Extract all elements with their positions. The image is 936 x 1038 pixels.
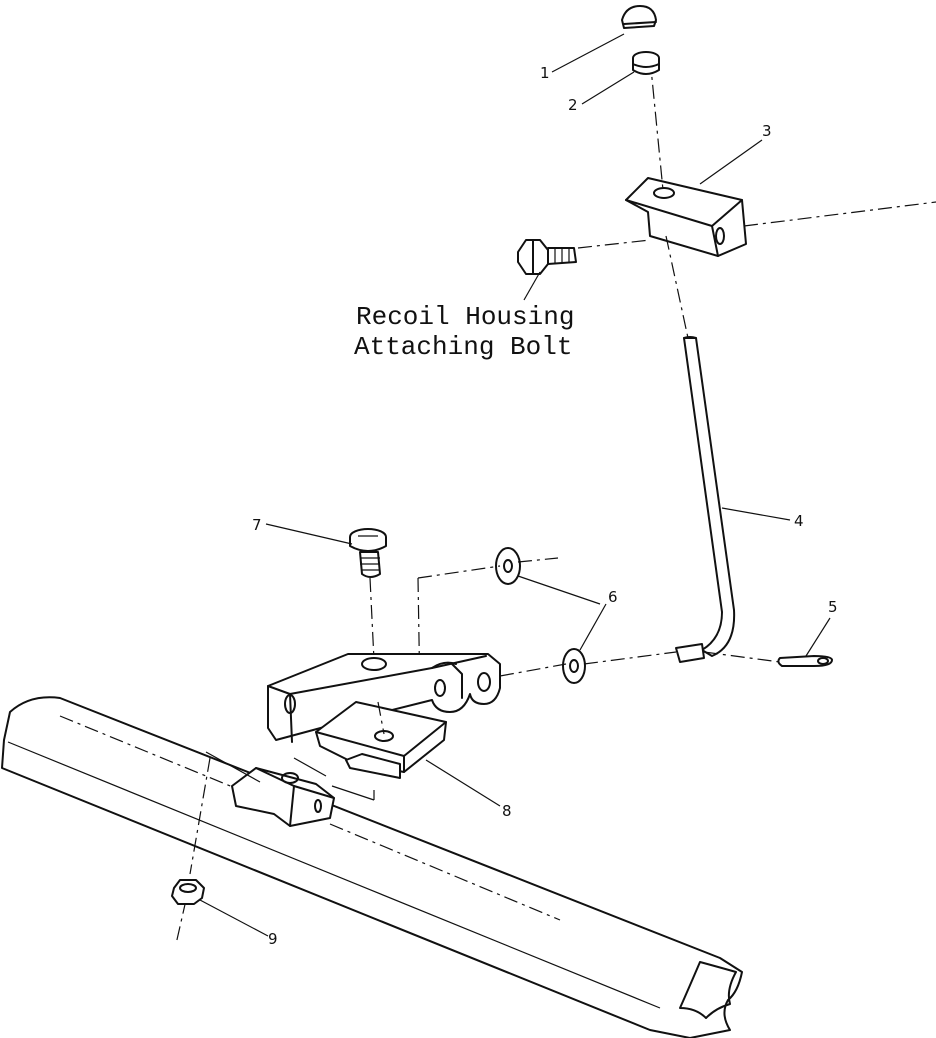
part-6-washers [495, 547, 586, 684]
part-4-rod [675, 336, 736, 663]
callout-8: 8 [502, 802, 512, 820]
callout-9: 9 [268, 930, 278, 948]
caption-line-1: Recoil Housing [356, 302, 574, 332]
caption-line-2: Attaching Bolt [354, 332, 572, 362]
callout-4: 4 [794, 512, 804, 530]
part-8-lower-plate [315, 701, 447, 779]
recoil-housing-bolt [517, 239, 577, 275]
callout-6: 6 [608, 588, 618, 606]
callout-1: 1 [540, 64, 550, 82]
part-9-nut [171, 879, 205, 905]
part-5-cotter-pin [777, 655, 833, 667]
part-3-upper-bracket [625, 177, 747, 257]
pivot-bracket [267, 653, 501, 743]
leader-lines [199, 33, 831, 937]
callout-5: 5 [828, 598, 838, 616]
frame-tube [1, 696, 743, 1038]
part-2-lock-washer [632, 51, 660, 75]
part-1-cap-nut [621, 5, 657, 29]
tube-clip [231, 767, 335, 827]
part-7-screw [349, 528, 387, 578]
callout-2: 2 [568, 96, 578, 114]
callout-7: 7 [252, 516, 262, 534]
callout-3: 3 [762, 122, 772, 140]
